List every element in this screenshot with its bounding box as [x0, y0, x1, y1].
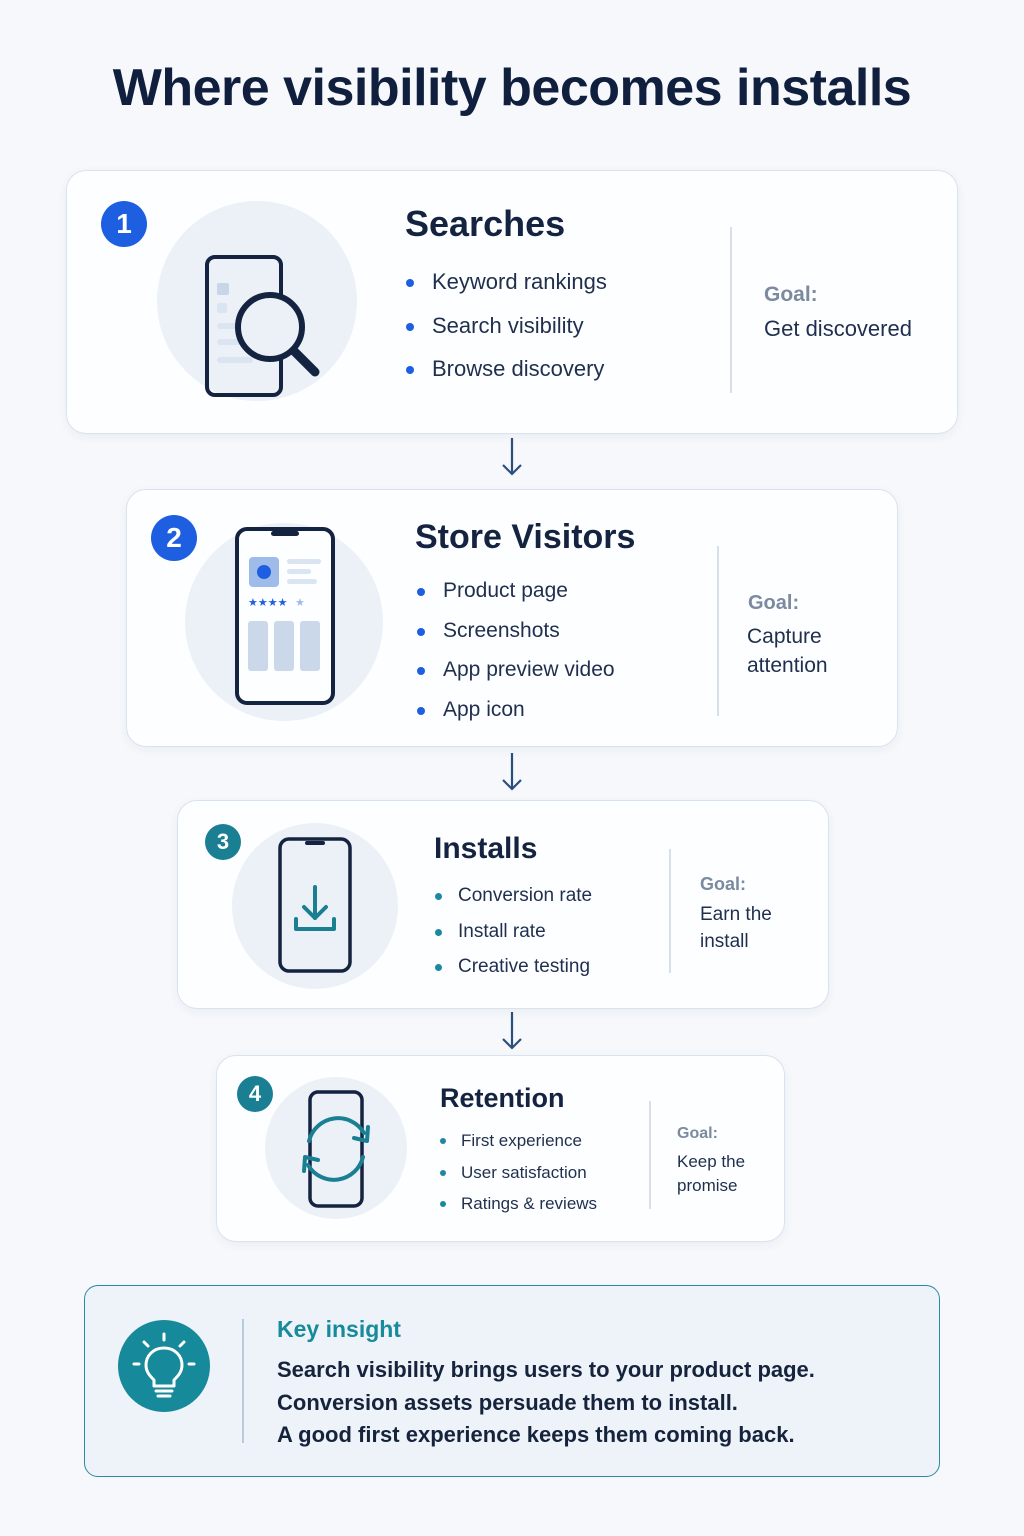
divider [717, 546, 719, 716]
list-item: Browse discovery [406, 356, 607, 400]
goal-text: Keep the promise [677, 1152, 746, 1195]
stage-number-badge: 1 [101, 201, 147, 247]
stage-number-badge: 2 [151, 515, 197, 561]
key-insight-label: Key insight [277, 1316, 401, 1342]
stage-bullet-list: Conversion rate Install rate Creative te… [434, 885, 592, 992]
stage-retention: 4 Retention First experience User satisf… [216, 1055, 785, 1242]
insight-line: A good first experience keeps them comin… [277, 1422, 795, 1447]
stage-bullet-list: Keyword rankings Search visibility Brows… [406, 269, 607, 400]
list-item: Ratings & reviews [439, 1194, 597, 1226]
phone-search-icon [157, 201, 357, 401]
stage-store-visitors: 2 ★★★★ ★ Store Visitors Product page Scr… [126, 489, 898, 747]
insight-line: Conversion assets persuade them to insta… [277, 1389, 738, 1415]
list-item: Creative testing [434, 956, 592, 992]
goal-text: Get discovered [764, 316, 912, 341]
goal-label: Goal: [700, 874, 747, 894]
stage-title: Searches [405, 203, 566, 244]
divider [669, 849, 671, 973]
key-insight-text: Search visibility brings users to your p… [277, 1354, 815, 1452]
list-item: Conversion rate [434, 885, 592, 921]
stage-searches: 1 Searches Keyword rankings Search visib… [66, 170, 958, 434]
stage-bullet-list: First experience User satisfaction Ratin… [439, 1131, 597, 1226]
goal-text: Earn the install [700, 904, 772, 952]
list-item: First experience [439, 1131, 597, 1163]
stage-bullet-list: Product page Screenshots App preview vid… [417, 579, 615, 738]
divider [242, 1319, 244, 1443]
goal-label: Goal: [764, 283, 818, 306]
goal-text: Capture attention [747, 625, 828, 678]
stage-installs: 3 Installs Conversion rate Install rate … [177, 800, 829, 1009]
svg-text:★★★★: ★★★★ [248, 596, 288, 609]
stage-title: Store Visitors [415, 518, 636, 556]
arrow-down-icon [502, 438, 522, 476]
stage-number-badge: 3 [205, 824, 241, 860]
key-insight-panel: Key insight Search visibility brings use… [84, 1285, 940, 1477]
divider [649, 1101, 651, 1209]
arrow-down-icon [502, 753, 522, 791]
stage-title: Installs [434, 832, 538, 865]
phone-refresh-icon [265, 1077, 407, 1219]
list-item: User satisfaction [439, 1163, 597, 1195]
divider [730, 227, 732, 393]
lightbulb-icon [118, 1320, 210, 1412]
phone-store-page-icon: ★★★★ ★ [185, 523, 383, 721]
list-item: Install rate [434, 921, 592, 957]
phone-download-icon [232, 823, 398, 989]
insight-line: Search visibility brings users to your p… [277, 1357, 815, 1382]
list-item: Product page [417, 579, 615, 619]
list-item: App icon [417, 698, 615, 738]
goal-label: Goal: [677, 1125, 718, 1142]
stage-title: Retention [440, 1083, 565, 1113]
stage-number-badge: 4 [237, 1076, 273, 1112]
goal-label: Goal: [748, 592, 800, 614]
svg-text:★: ★ [295, 596, 305, 609]
page-title: Where visibility becomes installs [112, 59, 912, 117]
list-item: Search visibility [406, 313, 607, 357]
arrow-down-icon [502, 1012, 522, 1050]
list-item: App preview video [417, 658, 615, 698]
list-item: Keyword rankings [406, 269, 607, 313]
list-item: Screenshots [417, 619, 615, 659]
